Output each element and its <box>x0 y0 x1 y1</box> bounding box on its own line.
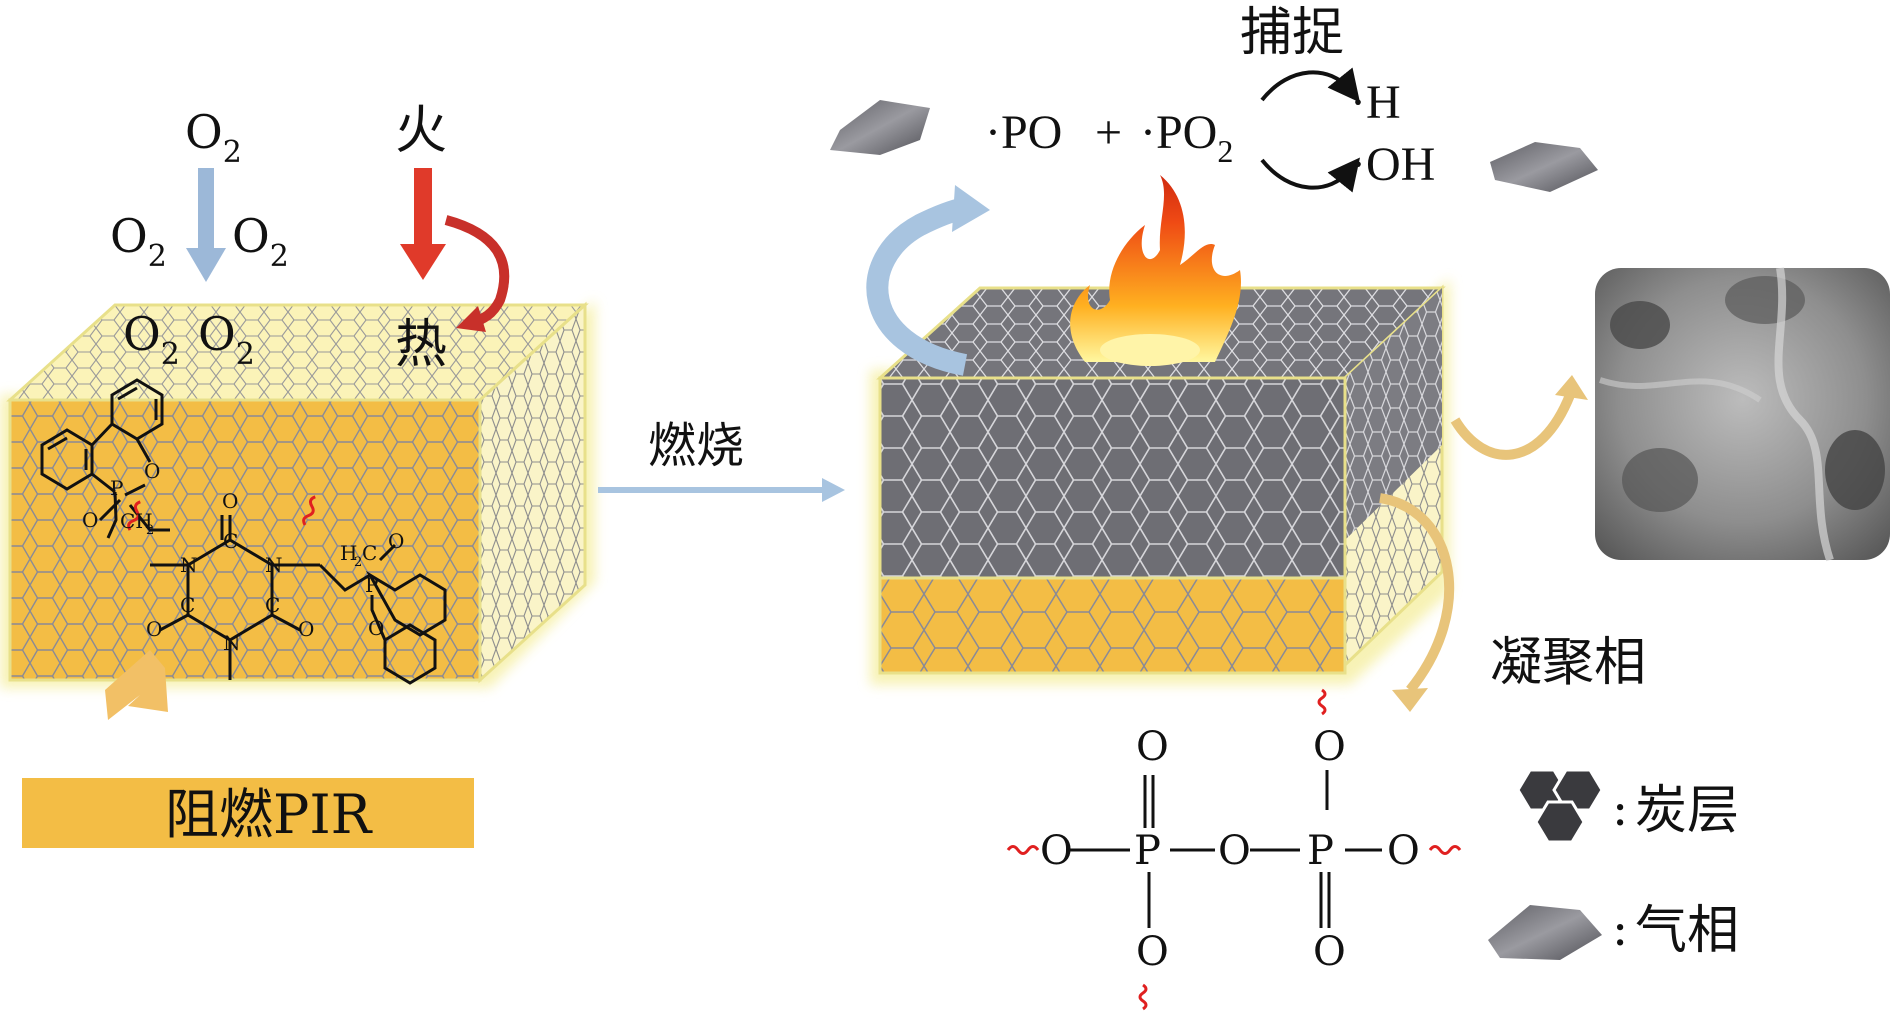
svg-text:O: O <box>222 489 238 513</box>
gas-release-arrowhead <box>952 185 990 232</box>
svg-text:CH: CH <box>120 509 153 533</box>
svg-text:C: C <box>265 593 280 617</box>
plus-sign: + <box>1095 106 1122 159</box>
legend-gas-phase: : 气相 <box>1488 901 1739 961</box>
svg-text:C: C <box>180 593 195 617</box>
svg-text:P: P <box>1307 828 1334 874</box>
svg-text:O: O <box>1218 828 1251 874</box>
right-charred-block <box>870 278 1450 685</box>
oxygen-label: O2 <box>123 307 180 372</box>
capture-arrow-bottom <box>1260 157 1361 193</box>
capture-label: 捕捉 <box>1240 3 1344 63</box>
svg-text:2: 2 <box>354 555 362 570</box>
svg-text:P: P <box>365 573 378 597</box>
char-layer-icon <box>1516 768 1604 844</box>
sem-pointer-arrowhead <box>1555 375 1588 400</box>
condensed-phase-arrow <box>1379 493 1455 694</box>
combustion-label: 燃烧 <box>648 418 744 474</box>
radical-oh: ·OH <box>1350 138 1435 191</box>
sem-micrograph <box>1595 267 1890 562</box>
svg-text:O: O <box>1136 724 1169 770</box>
svg-text:N: N <box>265 553 283 577</box>
svg-text:O: O <box>146 617 162 641</box>
char-layer-label: 炭层 <box>1635 781 1739 841</box>
svg-text:O: O <box>388 529 404 553</box>
heat-curved-arrow <box>444 215 510 327</box>
gas-phase-icon <box>1488 905 1602 960</box>
svg-text:C: C <box>362 541 377 565</box>
svg-text:O: O <box>368 616 384 640</box>
molecule-labels: P O O CH 2 O N N C C C N O O H 2 C P O O <box>82 459 404 655</box>
pir-banner-label: 阻燃PIR <box>165 783 373 846</box>
fire-label: 火 <box>395 101 447 161</box>
svg-text:O2: O2 <box>232 209 289 274</box>
radical-po: ·PO <box>985 106 1062 159</box>
condensed-phase-arrowhead <box>1392 688 1428 712</box>
svg-text:P: P <box>1134 828 1161 874</box>
foam-indicator-arrow <box>105 650 168 720</box>
svg-text::: : <box>1612 901 1628 957</box>
gas-phase-flake <box>1490 142 1598 192</box>
oxygen-arrow <box>186 168 226 282</box>
svg-text:O: O <box>82 508 98 532</box>
svg-text:O: O <box>1387 828 1420 874</box>
svg-text:P: P <box>110 476 123 500</box>
svg-text:H: H <box>340 541 357 565</box>
svg-text:O2: O2 <box>110 209 167 274</box>
molecule-wavy-bonds <box>127 495 316 531</box>
sem-pointer-arrow <box>1450 393 1575 460</box>
oxygen-label: O2 <box>198 307 255 372</box>
condensed-phase-label: 凝聚相 <box>1490 633 1646 693</box>
gas-phase-label: 气相 <box>1635 901 1739 961</box>
oxygen-label: O2 <box>185 105 242 170</box>
heat-arrowhead <box>456 306 486 332</box>
gas-release-arrow <box>866 197 968 376</box>
heat-label: 热 <box>395 315 447 375</box>
svg-text:N: N <box>223 631 241 655</box>
fire-arrow <box>400 168 446 280</box>
capture-arrow-top <box>1260 67 1361 103</box>
pir-molecule <box>40 378 447 685</box>
oxygen-label: O2 <box>232 209 289 274</box>
oxygen-label: O2 <box>110 209 167 274</box>
svg-text:O: O <box>1040 828 1073 874</box>
combustion-arrowhead <box>822 478 845 502</box>
svg-text:O2: O2 <box>198 307 255 372</box>
svg-text::: : <box>1612 781 1628 837</box>
legend-char-layer: : 炭层 <box>1516 768 1739 844</box>
svg-text:O: O <box>1313 929 1346 975</box>
svg-text:O: O <box>1313 724 1346 770</box>
svg-text:N: N <box>180 553 198 577</box>
radical-h: ·H <box>1350 76 1401 129</box>
svg-text:O2: O2 <box>123 307 180 372</box>
svg-text:O: O <box>1136 929 1169 975</box>
flame-icon <box>1070 175 1241 366</box>
svg-text:O: O <box>298 617 314 641</box>
svg-text:2: 2 <box>146 523 154 538</box>
svg-text:O2: O2 <box>185 105 242 170</box>
pir-banner <box>22 778 474 848</box>
left-foam-block <box>0 300 595 688</box>
radical-po2: ·PO2 <box>1140 106 1233 169</box>
gas-phase-flake <box>830 100 930 155</box>
pyrophosphate-structure: O O O P O P O O O <box>1006 688 1462 1011</box>
svg-text:O: O <box>144 459 160 483</box>
svg-text:C: C <box>223 529 238 553</box>
